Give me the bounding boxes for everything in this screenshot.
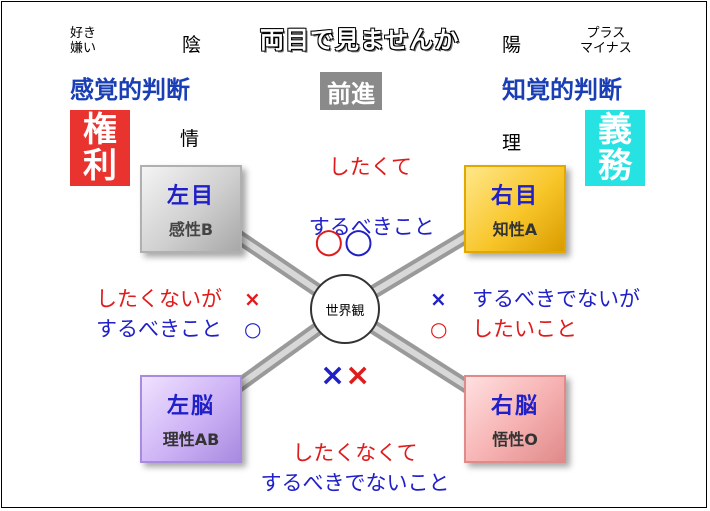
worldview-label: 世界観 bbox=[325, 303, 365, 319]
should-not-but-want-text: するべきでないが したいこと bbox=[472, 284, 640, 344]
not-want-but-should-text: したくないが するべきこと bbox=[72, 284, 222, 344]
middle-right-cross: × bbox=[430, 287, 447, 311]
blue-cross-mark: × bbox=[320, 358, 346, 393]
reason-ab-label: 理性AB bbox=[162, 430, 220, 449]
want-should-text: したくて するべきこと bbox=[282, 122, 435, 272]
right-brain-box: 右脳 悟性O bbox=[464, 375, 566, 463]
middle-left-circle: ○ bbox=[244, 317, 262, 341]
middle-left-marks: × ○ bbox=[244, 284, 261, 344]
but-want-line: したいこと bbox=[472, 317, 577, 341]
duty-badge: 義 務 bbox=[585, 110, 645, 186]
not-want-line-bottom: したくなくて bbox=[292, 441, 418, 465]
not-want-line: したくないが bbox=[96, 287, 222, 311]
intellect-a-label: 知性A bbox=[492, 220, 538, 239]
sense-judgment-label: 感覚的判断 bbox=[70, 76, 190, 104]
double-cross-marks: ×× bbox=[320, 360, 370, 392]
red-circle-mark: ○ bbox=[314, 221, 344, 261]
plus-minus-label: プラス マイナス bbox=[580, 26, 632, 56]
not-should-line-bottom: するべきでないこと bbox=[260, 471, 450, 495]
right-brain-title: 右脳 bbox=[490, 394, 539, 419]
not-want-not-should-text: したくなくて するべきでないこと bbox=[242, 438, 468, 498]
middle-right-marks: × ○ bbox=[430, 284, 447, 344]
should-not-line: するべきでないが bbox=[472, 287, 640, 311]
left-eye-title: 左目 bbox=[166, 184, 215, 209]
want-text: したくて bbox=[328, 155, 413, 179]
yin-label: 陰 bbox=[182, 34, 202, 56]
perception-judgment-label: 知覚的判断 bbox=[502, 76, 622, 104]
right-eye-title: 右目 bbox=[490, 184, 539, 209]
red-cross-mark: × bbox=[345, 358, 371, 393]
progress-badge: 前進 bbox=[320, 72, 382, 110]
right-eye-box: 右目 知性A bbox=[464, 165, 566, 253]
but-should-line: するべきこと bbox=[96, 317, 222, 341]
reason-label: 理 bbox=[502, 132, 522, 154]
page-title: 両目で見ませんか bbox=[260, 26, 460, 54]
should-text: するべきこと bbox=[308, 215, 435, 239]
middle-right-circle: ○ bbox=[430, 317, 448, 341]
emotion-label: 情 bbox=[180, 128, 200, 150]
middle-left-cross: × bbox=[244, 287, 261, 311]
left-brain-box: 左脳 理性AB bbox=[140, 375, 242, 463]
like-dislike-label: 好き 嫌い bbox=[70, 26, 97, 56]
sensitivity-b-label: 感性B bbox=[168, 220, 214, 239]
left-eye-box: 左目 感性B bbox=[140, 165, 242, 253]
double-circle-marks: ○○ bbox=[314, 224, 373, 258]
left-brain-title: 左脳 bbox=[166, 394, 215, 419]
rights-badge: 権 利 bbox=[70, 110, 130, 186]
enlightenment-o-label: 悟性O bbox=[492, 430, 538, 449]
worldview-circle: 世界観 bbox=[310, 274, 380, 344]
blue-circle-mark: ○ bbox=[343, 221, 374, 261]
yang-label: 陽 bbox=[502, 34, 522, 56]
